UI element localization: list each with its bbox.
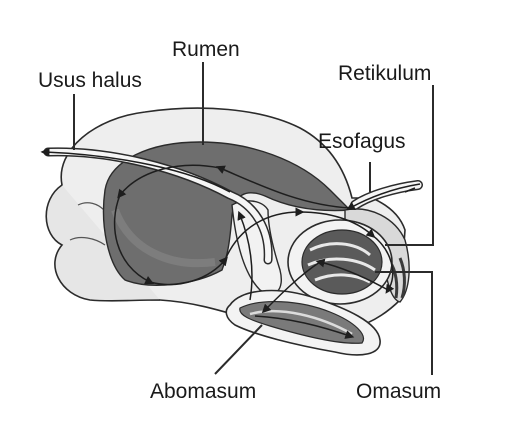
label-esofagus: Esofagus — [318, 130, 406, 153]
label-abomasum: Abomasum — [150, 380, 256, 403]
label-retikulum: Retikulum — [338, 62, 431, 85]
label-omasum: Omasum — [356, 380, 441, 403]
label-usus-halus: Usus halus — [38, 69, 142, 92]
leader-abomasum — [215, 325, 262, 374]
omasum-chamber — [288, 220, 392, 304]
esophagus-tube — [355, 185, 418, 205]
label-rumen: Rumen — [172, 38, 240, 61]
